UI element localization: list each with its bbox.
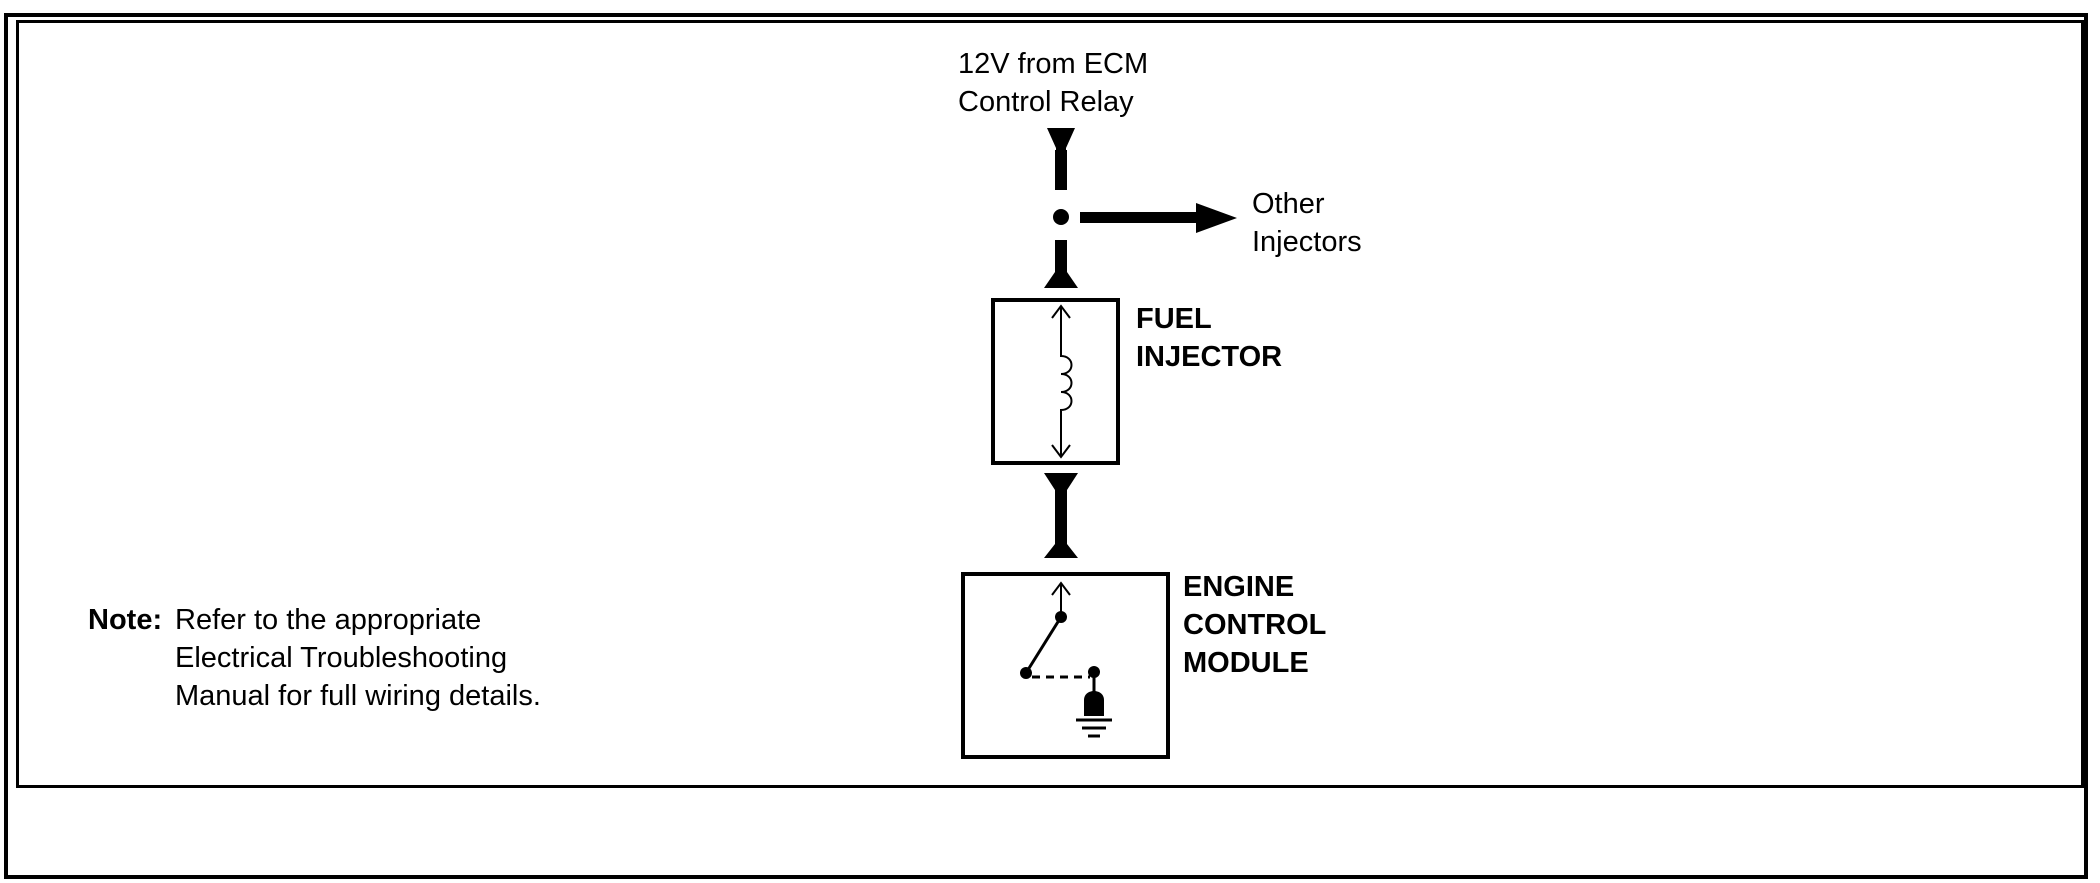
fuel-injector-box bbox=[991, 298, 1120, 465]
branch-label-line-2: Injectors bbox=[1252, 226, 1362, 258]
injector-pin-bottom-icon bbox=[1051, 444, 1071, 459]
wire-segment bbox=[1055, 150, 1067, 190]
note-line-2: Electrical Troubleshooting bbox=[175, 642, 508, 674]
ecm-label: ENGINE CONTROL MODULE bbox=[1183, 568, 1326, 682]
ecm-pin-icon bbox=[1051, 581, 1071, 612]
switch-arm bbox=[1024, 616, 1063, 674]
note-line-3: Manual for full wiring details. bbox=[175, 680, 541, 712]
splice-dot bbox=[1053, 209, 1069, 225]
diagram-frame bbox=[16, 20, 2084, 788]
injector-label-line-1: FUEL bbox=[1136, 303, 1212, 335]
outer-frame bbox=[4, 13, 2088, 879]
injector-connector-icon bbox=[1044, 240, 1078, 288]
ecm-label-line-1: ENGINE bbox=[1183, 571, 1295, 603]
branch-wire bbox=[1080, 212, 1198, 223]
branch-arrow-icon bbox=[1196, 203, 1237, 233]
ecm-label-line-2: CONTROL bbox=[1183, 609, 1327, 641]
ecm-label-line-3: MODULE bbox=[1183, 647, 1309, 679]
ground-symbol-icon bbox=[1076, 718, 1112, 738]
branch-label: Other Injectors bbox=[1252, 185, 1362, 261]
injector-label: FUEL INJECTOR bbox=[1136, 300, 1282, 376]
branch-label-line-1: Other bbox=[1252, 188, 1325, 220]
note: Note: bbox=[88, 601, 162, 639]
supply-label-line-1: 12V from ECM bbox=[958, 48, 1149, 80]
note-label: Note: bbox=[88, 604, 163, 636]
switch-contact-pivot bbox=[1020, 667, 1032, 679]
note-line-1: Refer to the appropriate bbox=[175, 604, 482, 636]
supply-label-line-2: Control Relay bbox=[958, 86, 1134, 118]
ecm-connector-icon bbox=[1044, 473, 1078, 558]
note-text: Refer to the appropriate Electrical Trou… bbox=[175, 601, 541, 715]
injector-coil-icon bbox=[1060, 306, 1073, 457]
supply-label: 12V from ECM Control Relay bbox=[958, 45, 1148, 121]
engine-control-module-box bbox=[961, 572, 1170, 759]
injector-label-line-2: INJECTOR bbox=[1136, 341, 1283, 373]
injector-pin-top-icon bbox=[1051, 304, 1071, 319]
ground-lump-icon bbox=[1084, 691, 1104, 716]
